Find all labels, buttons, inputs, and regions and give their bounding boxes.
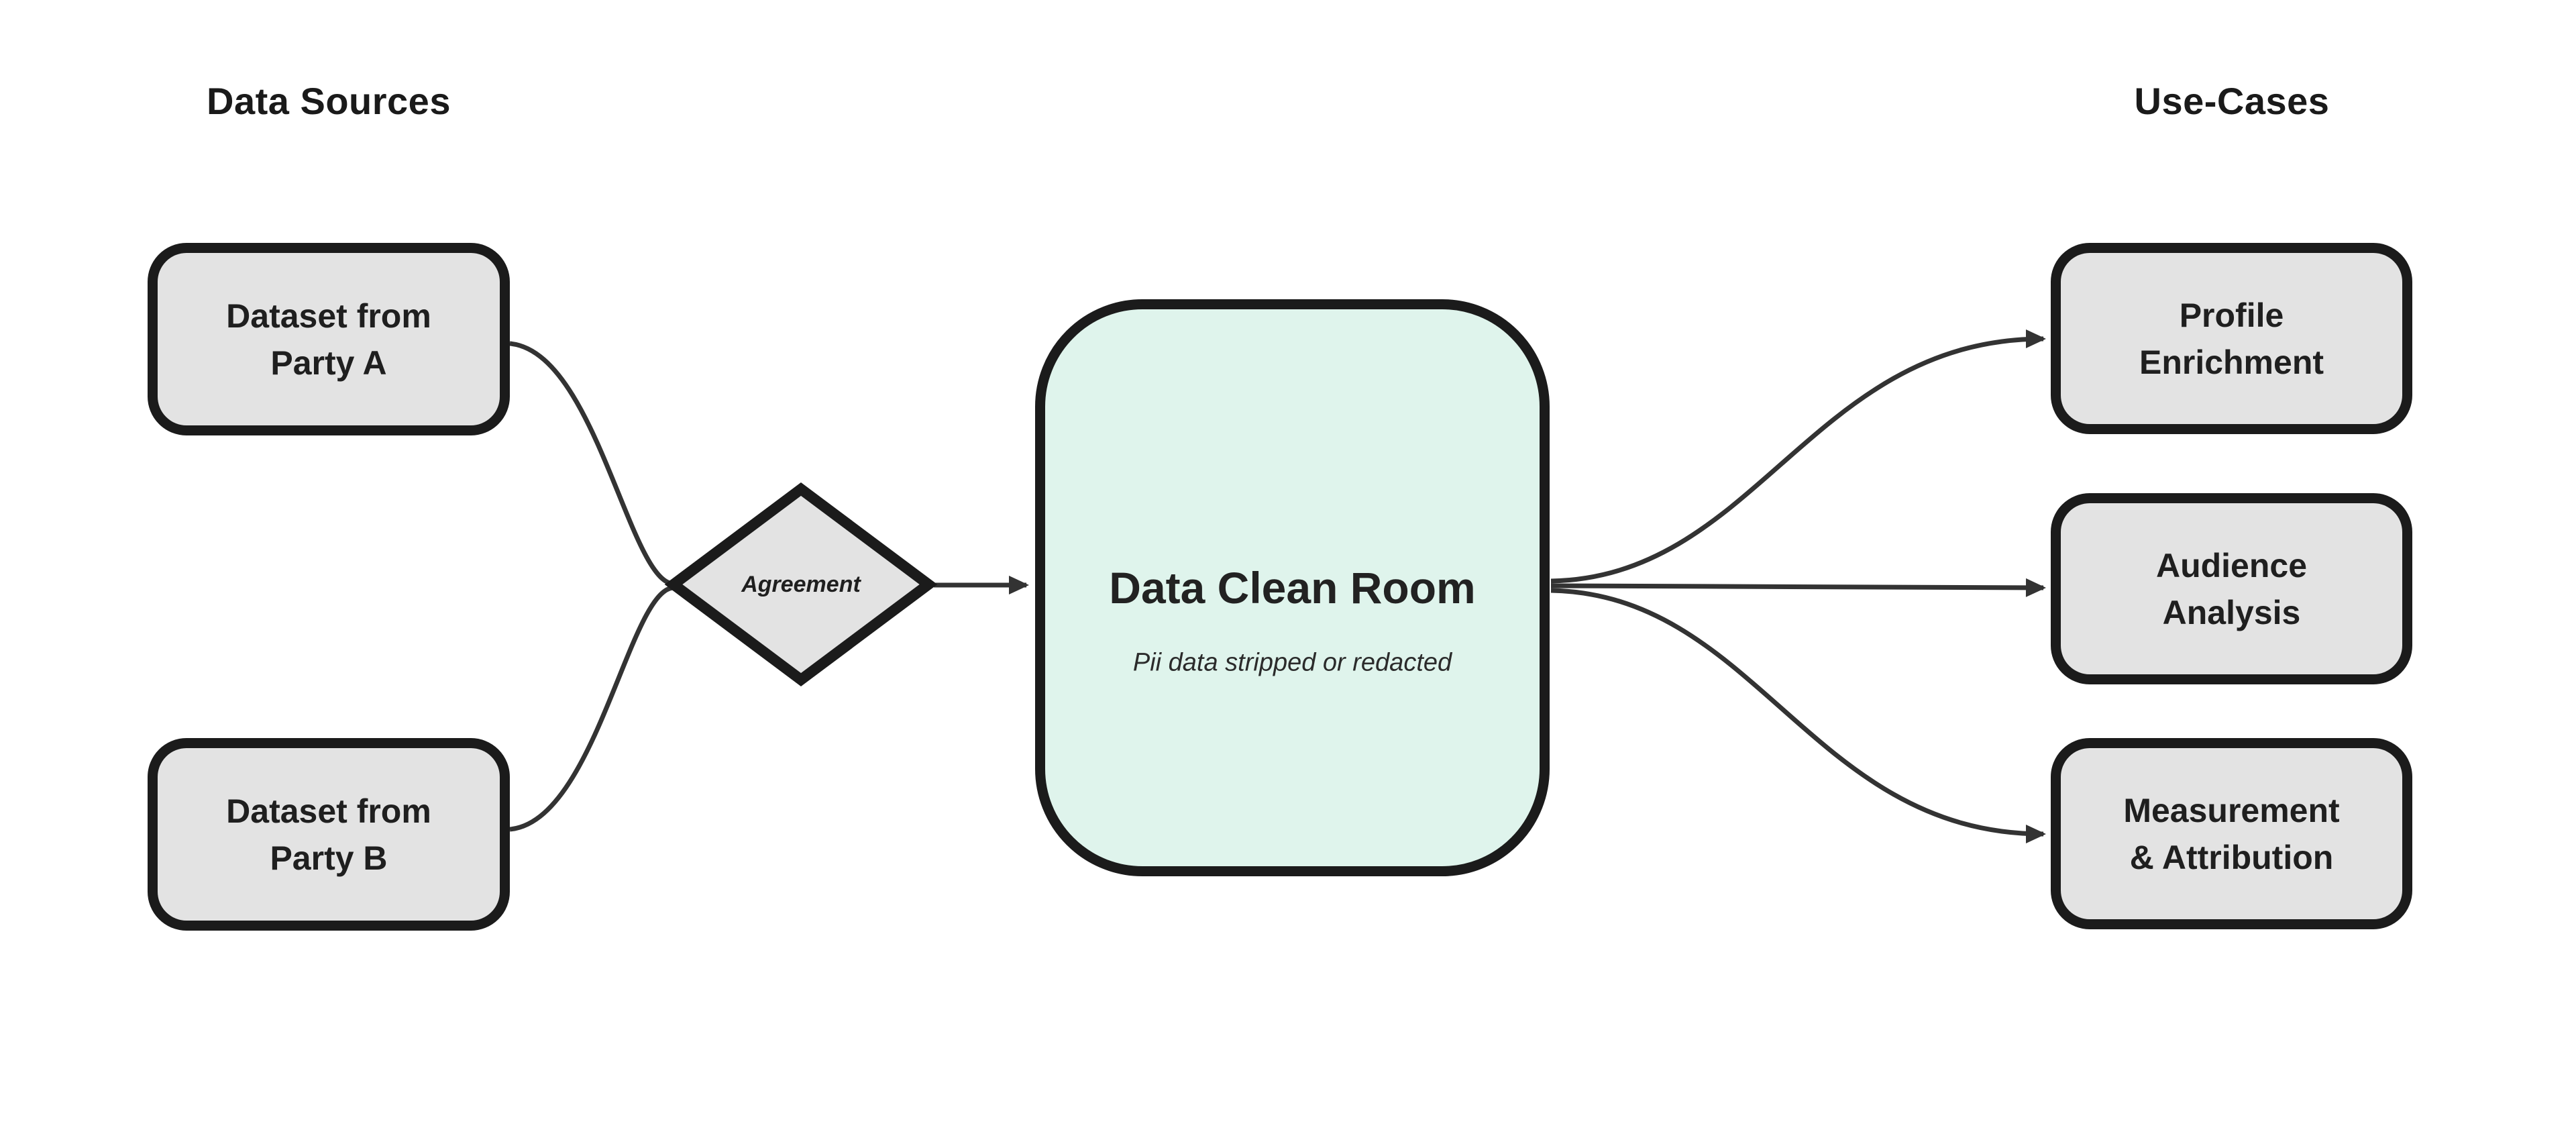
node-dataset-party-b: Dataset from Party B bbox=[148, 738, 510, 931]
edge-party-a-to-agreement bbox=[509, 341, 674, 586]
clean-room-title: Data Clean Room bbox=[1109, 563, 1476, 613]
clean-room-subtitle: Pii data stripped or redacted bbox=[1132, 648, 1452, 677]
edge-clean-room-to-audience-analysis bbox=[1550, 578, 2046, 597]
node-profile-enrichment: Profile Enrichment bbox=[2051, 243, 2412, 434]
node-dataset-party-a: Dataset from Party A bbox=[148, 243, 510, 435]
column-heading-data-sources: Data Sources bbox=[207, 80, 451, 122]
edge-clean-room-to-measurement-attribution bbox=[1550, 588, 2046, 843]
edge-clean-room-to-profile-enrichment bbox=[1550, 329, 2046, 584]
node-agreement-label: Agreement bbox=[741, 571, 861, 597]
agreement-diamond-shape bbox=[664, 482, 938, 686]
node-data-clean-room: Data Clean Room Pii data stripped or red… bbox=[1035, 299, 1550, 876]
column-heading-use-cases: Use-Cases bbox=[2134, 80, 2330, 122]
node-audience-analysis: Audience Analysis bbox=[2051, 493, 2412, 684]
node-measurement-attribution: Measurement & Attribution bbox=[2051, 738, 2412, 929]
edge-party-b-to-agreement bbox=[509, 585, 674, 832]
